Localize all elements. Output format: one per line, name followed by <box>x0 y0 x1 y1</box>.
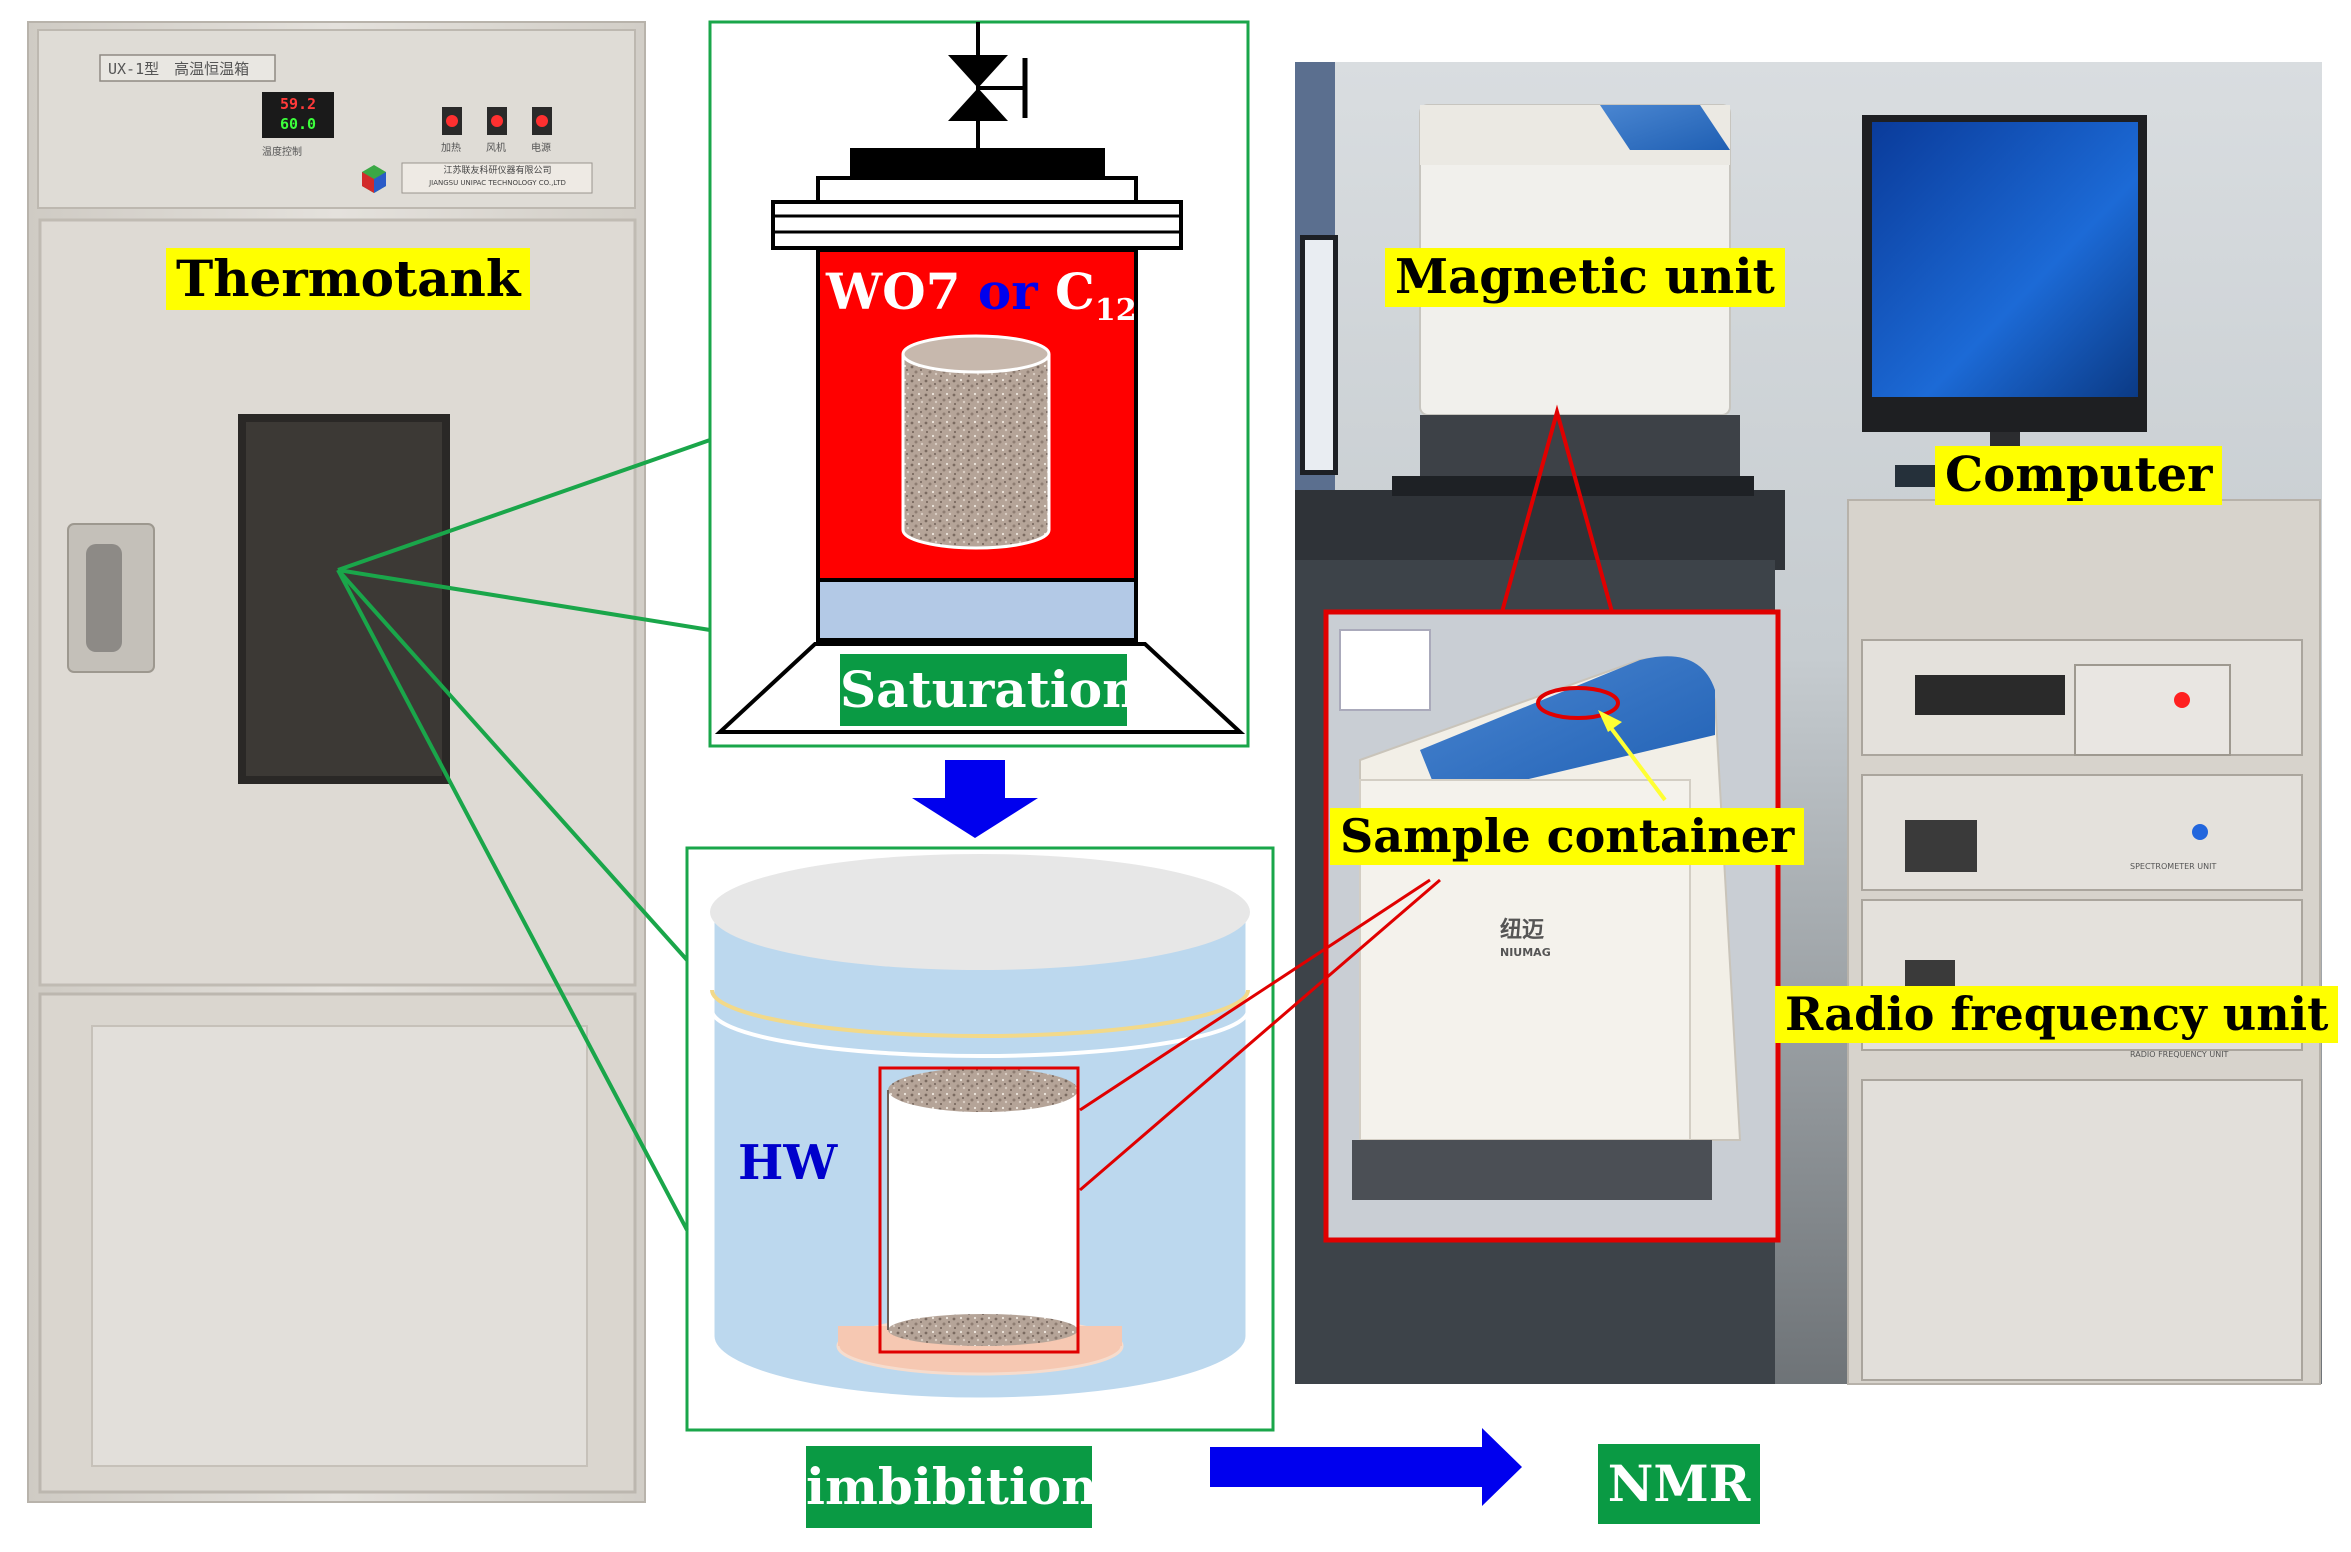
oven-display-caption: 温度控制 <box>262 147 302 158</box>
rock-core-imbibition <box>887 1068 1079 1346</box>
fluid-wo7: WO7 <box>826 262 961 321</box>
sample-container-label: Sample container <box>1330 808 1805 865</box>
computer-label: Computer <box>1935 446 2223 506</box>
nmr-label: NMR <box>1598 1444 1760 1524</box>
imbibition-panel <box>685 846 1275 1432</box>
saturation-label: Saturation <box>840 654 1139 726</box>
oven-model-label: UX-1型 高温恒温箱 <box>108 58 249 79</box>
oven-btn-heat: 加热 <box>441 143 461 154</box>
rock-core-saturation <box>901 334 1051 550</box>
nmr-brand: 纽迈 NIUMAG <box>1500 920 1551 964</box>
nmr-brand-en: NIUMAG <box>1500 946 1551 959</box>
fluid-c: C <box>1055 262 1095 321</box>
hw-label: HW <box>738 1135 838 1191</box>
fluid-c-subscript: 12 <box>1094 293 1137 328</box>
rack-rf-label: RADIO FREQUENCY UNIT <box>2130 1050 2229 1059</box>
thermotank-label: Thermotank <box>166 248 531 310</box>
oven-maker-en: JIANGSU UNIPAC TECHNOLOGY CO.,LTD <box>429 179 566 187</box>
nmr-brand-cn: 纽迈 <box>1500 918 1545 943</box>
magnetic-unit-label: Magnetic unit <box>1385 248 1785 308</box>
valve-icon <box>948 55 1028 121</box>
oven-model: UX-1型 <box>108 60 160 78</box>
oven-display-top: 59.2 <box>279 95 317 113</box>
oven-name: 高温恒温箱 <box>174 60 250 78</box>
oven-display-bottom: 60.0 <box>279 115 317 133</box>
oven-btn-power: 电源 <box>531 143 551 154</box>
yellow-pointer-arrow <box>1598 710 1667 802</box>
fluid-label: WO7 or C12 <box>826 262 1137 328</box>
imbibition-label: imbibition <box>806 1446 1098 1528</box>
oven-maker: 江苏联友科研仪器有限公司 JIANGSU UNIPAC TECHNOLOGY C… <box>405 165 590 189</box>
fluid-or: or <box>977 262 1038 321</box>
thermotank-photo <box>27 21 646 1503</box>
oven-btn-fan: 风机 <box>486 143 506 154</box>
oven-display: 59.2 60.0 <box>265 94 331 134</box>
radio-frequency-unit-label: Radio frequency unit <box>1775 986 2339 1043</box>
oven-maker-cn: 江苏联友科研仪器有限公司 <box>443 166 552 176</box>
right-arrow-icon <box>1210 1428 1522 1506</box>
rack-spectrometer-label: SPECTROMETER UNIT <box>2130 862 2217 871</box>
down-arrow-icon <box>912 760 1038 838</box>
saturation-panel <box>708 20 1250 748</box>
connector-lines <box>336 438 711 1231</box>
